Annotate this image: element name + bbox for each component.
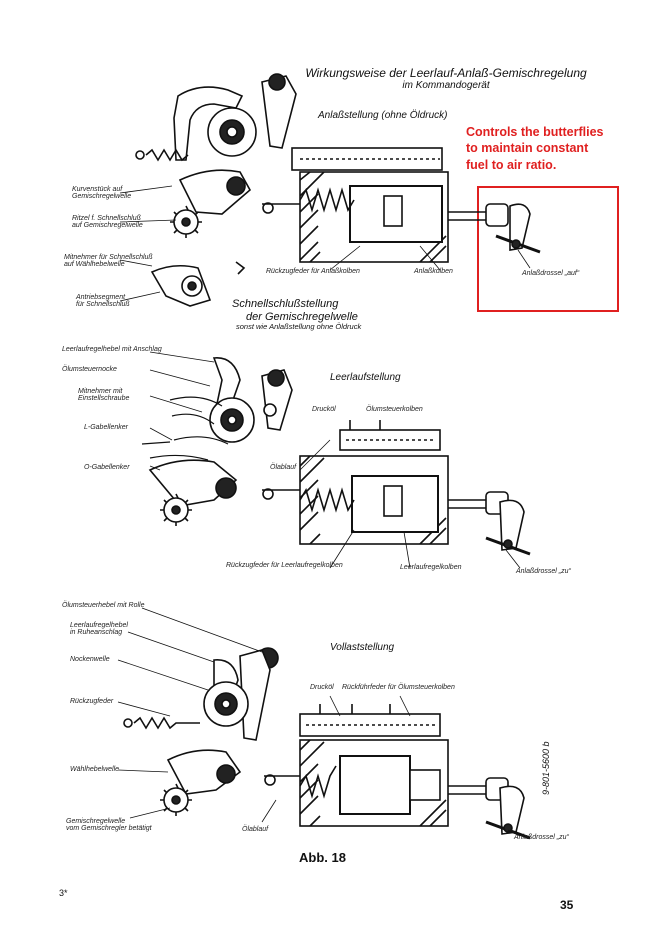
label-mitnehmer-einstell-line1: Mitnehmer mit (78, 388, 123, 395)
schnellschluss-line2: der Gemischregelwelle (246, 310, 358, 323)
label-mitnehmer-einstell: Mitnehmer mit Einstellschraube (78, 388, 129, 403)
diagram3-drawing (117, 607, 531, 840)
annotation-line3: fuel to air ratio. (466, 157, 557, 172)
figure-title-line2: im Kommandogerät (402, 80, 490, 92)
label-kurvenstueck-line1: Kurvenstück auf (72, 186, 123, 193)
label-rueckfuehrfeder: Rückführfeder für Ölumsteuerkolben (342, 684, 455, 691)
label-rueckzugfeder-leerlauf: Rückzugfeder für Leerlaufregelkolben (226, 562, 343, 569)
label-mitnehmer-line1: Mitnehmer für Schnellschluß (64, 254, 153, 261)
label-l-gabellenker: L-Gabellenker (84, 424, 128, 431)
figure-title: Wirkungsweise der Leerlauf-Anlaß-Gemisch… (296, 66, 596, 92)
label-oelablauf: Ölablauf (270, 464, 297, 471)
diagram2-drawing (141, 351, 531, 569)
label-antrieb-line1: Antriebsegment (76, 294, 126, 301)
annotation-line2: to maintain constant (466, 141, 589, 156)
label-gemischregelwelle-line1: Gemischregelwelle (66, 818, 126, 825)
label-leerlaufhebel-ruhe-line2: in Ruheanschlag (70, 629, 123, 637)
label-anlassdrossel-auf: Anlaßdrossel „auf“ (522, 270, 580, 277)
annotation-highlight-box (477, 186, 619, 312)
label-mitnehmer-line2: auf Wählhebelwelle (64, 261, 125, 269)
label-leerlaufregelhebel: Leerlaufregelhebel mit Anschlag (62, 346, 162, 353)
annotation-note: Controls the butterflies to maintain con… (466, 124, 604, 173)
drawing-code: 9-801-5600 b (541, 741, 551, 795)
label-rueckzugfeder: Rückzugfeder (70, 698, 114, 705)
label-anlassdrossel-zu-2: Anlaßdrossel „zu“ (516, 568, 571, 575)
diagram2-schnellschluss-title: Schnellschlußstellung der Gemischregelwe… (232, 298, 361, 332)
label-kurvenstueck-line2: Gemischregelwelle (72, 193, 132, 201)
label-waehlhebelwelle: Wählhebelwelle (70, 766, 120, 773)
figure-title-line1: Wirkungsweise der Leerlauf-Anlaß-Gemisch… (305, 66, 587, 80)
label-kurvenstueck: Kurvenstück auf Gemischregelwelle (72, 186, 131, 201)
label-oelumsteuernocke: Ölumsteuernocke (62, 366, 117, 373)
label-druckoel-3: Drucköl (310, 684, 334, 691)
label-mitnehmer-schnellschluss: Mitnehmer für Schnellschluß auf Wählhebe… (64, 254, 153, 269)
diagram3-section-title: Vollaststellung (330, 642, 395, 653)
label-oelumsteuerkolben: Ölumsteuerkolben (366, 406, 423, 413)
corner-mark: 3* (59, 888, 68, 898)
figure-caption: Abb. 18 (299, 850, 346, 865)
label-leerlaufregelhebel-ruhe: Leerlaufregelhebel in Ruheanschlag (70, 622, 128, 637)
label-oelablauf-3: Ölablauf (242, 826, 269, 833)
label-leerlaufregelkolben: Leerlaufregelkolben (400, 564, 462, 571)
label-ritzel-line1: Ritzel f. Schnellschluß (72, 215, 141, 222)
label-antriebsegment: Antriebsegment für Schnellschluß (76, 294, 130, 309)
label-ritzel-line2: auf Gemischregelwelle (72, 222, 143, 230)
label-antrieb-line2: für Schnellschluß (76, 301, 130, 309)
annotation-line1: Controls the butterflies (466, 125, 604, 139)
label-anlassdrossel-zu-3: Anlaßdrossel „zu“ (514, 834, 569, 841)
label-leerlaufhebel-ruhe-line1: Leerlaufregelhebel (70, 622, 128, 629)
label-rueckzugfeder-anlass: Rückzugfeder für Anlaßkolben (266, 268, 360, 275)
diagram1-drawing (119, 73, 541, 307)
label-o-gabellenker: O-Gabellenker (84, 464, 130, 471)
label-anlasskolben: Anlaßkolben (414, 268, 453, 275)
label-ritzel: Ritzel f. Schnellschluß auf Gemischregel… (72, 215, 143, 230)
page-number: 35 (560, 898, 574, 912)
schnellschluss-line3: sonst wie Anlaßstellung ohne Öldruck (236, 322, 362, 332)
schnellschluss-line1: Schnellschlußstellung (232, 298, 339, 310)
label-nockenwelle: Nockenwelle (70, 656, 110, 663)
label-druckoel: Drucköl (312, 406, 336, 413)
label-gemischregelwelle: Gemischregelwelle vom Gemischregler betä… (66, 818, 152, 833)
diagram1-section-title: Anlaßstellung (ohne Öldruck) (318, 110, 448, 121)
label-oelumsteuerhebel: Ölumsteuerhebel mit Rolle (62, 602, 145, 609)
label-gemischregelwelle-line2: vom Gemischregler betätigt (66, 825, 152, 833)
diagram2-section-title: Leerlaufstellung (330, 372, 401, 383)
label-mitnehmer-einstell-line2: Einstellschraube (78, 395, 130, 403)
